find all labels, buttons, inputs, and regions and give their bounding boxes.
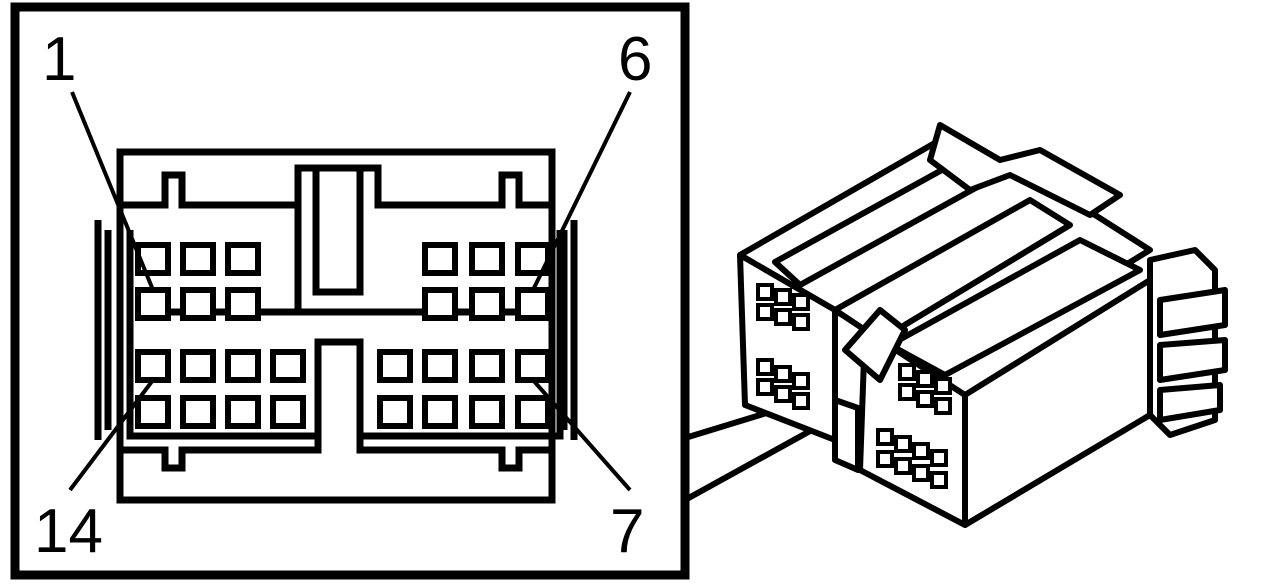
leader-line-pin-14 bbox=[68, 378, 155, 492]
cavity bbox=[377, 349, 413, 383]
leader-line-pin-6 bbox=[531, 91, 632, 291]
connector-face bbox=[94, 148, 578, 504]
cavity bbox=[270, 349, 306, 383]
cavity bbox=[422, 242, 458, 276]
cavity bbox=[135, 349, 171, 383]
pin-label-7: 7 bbox=[610, 497, 644, 566]
pin-label-6: 6 bbox=[618, 25, 652, 94]
cavity bbox=[422, 287, 458, 321]
cavity bbox=[180, 242, 216, 276]
cavity bbox=[225, 349, 261, 383]
connector-3d-cavities bbox=[756, 283, 952, 489]
pin-label-1: 1 bbox=[42, 25, 76, 94]
cavity bbox=[515, 349, 551, 383]
cavity bbox=[135, 287, 171, 321]
cavity bbox=[225, 242, 261, 276]
leader-line-pin-7 bbox=[531, 378, 632, 492]
cavity bbox=[225, 395, 261, 429]
cavity bbox=[180, 349, 216, 383]
cavity bbox=[515, 287, 551, 321]
cavity bbox=[135, 242, 171, 276]
cavity bbox=[422, 349, 458, 383]
leader-line-pin-1 bbox=[70, 91, 155, 291]
cavity bbox=[180, 287, 216, 321]
cavity bbox=[469, 349, 505, 383]
connector-3d-view bbox=[737, 122, 1228, 528]
cavity bbox=[225, 287, 261, 321]
cavity bbox=[469, 242, 505, 276]
cavity bbox=[270, 395, 306, 429]
leader-lines bbox=[68, 91, 632, 492]
pin-label-14: 14 bbox=[34, 497, 103, 566]
cavity bbox=[135, 395, 171, 429]
cavity bbox=[180, 395, 216, 429]
cavity bbox=[469, 395, 505, 429]
cavity bbox=[377, 395, 413, 429]
terminal-cavities bbox=[135, 242, 551, 429]
cavity bbox=[469, 287, 505, 321]
cavity bbox=[515, 395, 551, 429]
cavity bbox=[422, 395, 458, 429]
